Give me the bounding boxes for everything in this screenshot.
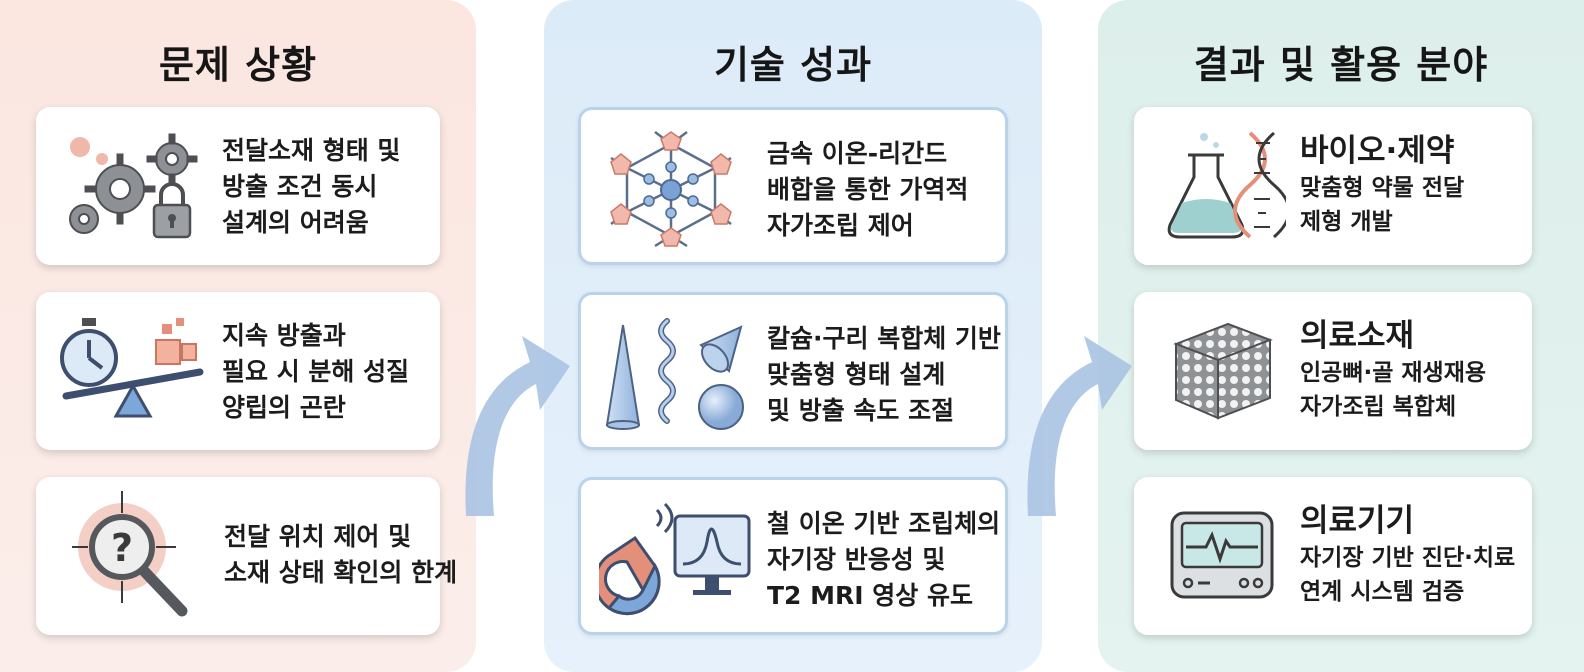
result-column-title: 결과 및 활용 분야	[1193, 43, 1489, 87]
svg-text:?: ?	[111, 526, 133, 570]
tech-card-mri-text: 철 이온 기반 조립체의 자기장 반응성 및 T2 MRI 영상 유도	[767, 509, 1001, 610]
problem-column-title: 문제 상황	[158, 43, 318, 87]
tech-column: 기술 성과 금속	[544, 0, 1042, 672]
tech-card-assembly-text: 금속 이온-리간드 배합을 통한 가역적 자가조립 제어	[767, 139, 969, 240]
magnet-monitor-icon	[599, 502, 751, 616]
problem-column: 문제 상황 전달	[0, 0, 476, 672]
result-card-bio-text: 바이오·제약 맞춤형 약물 전달 제형 개발	[1300, 133, 1465, 235]
tech-column-title: 기술 성과	[713, 43, 873, 87]
problem-card-location-text: 전달 위치 제어 및 소재 상태 확인의 한계	[224, 522, 458, 587]
shapes-icon	[605, 318, 744, 430]
flow-arrow-1	[465, 336, 570, 516]
medical-monitor-icon	[1170, 511, 1274, 599]
gears-lock-icon	[69, 133, 198, 239]
tech-card-shape: 칼슘·구리 복합체 기반 맞춤형 형태 설계 및 방출 속도 조절	[578, 292, 1008, 450]
magnifier-question-icon: ?	[72, 491, 188, 617]
problem-card-design: 전달소재 형태 및 방출 조건 동시 설계의 어려움	[36, 107, 440, 265]
result-card-device: 의료기기 자기장 기반 진단·치료 연계 시스템 검증	[1134, 477, 1532, 635]
tech-card-mri: 철 이온 기반 조립체의 자기장 반응성 및 T2 MRI 영상 유도	[578, 477, 1008, 635]
tech-card-assembly: 금속 이온-리간드 배합을 통한 가역적 자가조립 제어	[578, 107, 1008, 265]
flask-dna-icon	[1167, 131, 1286, 239]
scaffold-cube-icon	[1173, 322, 1273, 420]
result-card-material-text: 의료소재 인공뼈·골 재생재용 자가조립 복합체	[1300, 318, 1487, 420]
problem-card-location: ? 전달 위치 제어 및 소재 상태 확인의 한계	[36, 477, 457, 635]
problem-card-design-text: 전달소재 형태 및 방출 조건 동시 설계의 어려움	[222, 136, 401, 237]
result-column: 결과 및 활용 분야 바이오·제약 맞춤형 약물 전달 제형 개발	[1098, 0, 1584, 672]
tech-card-shape-text: 칼슘·구리 복합체 기반 맞춤형 형태 설계 및 방출 속도 조절	[767, 324, 1001, 425]
result-card-device-text: 의료기기 자기장 기반 진단·치료 연계 시스템 검증	[1300, 503, 1516, 605]
flow-arrow-2	[1027, 336, 1132, 516]
stopwatch-balance-icon	[60, 318, 204, 418]
problem-card-release-text: 지속 방출과 필요 시 분해 성질 양립의 곤란	[222, 321, 410, 422]
molecular-network-icon	[610, 131, 732, 248]
result-card-bio: 바이오·제약 맞춤형 약물 전달 제형 개발	[1134, 107, 1532, 265]
problem-card-release: 지속 방출과 필요 시 분해 성질 양립의 곤란	[36, 292, 440, 450]
result-card-material: 의료소재 인공뼈·골 재생재용 자가조립 복합체	[1134, 292, 1532, 450]
